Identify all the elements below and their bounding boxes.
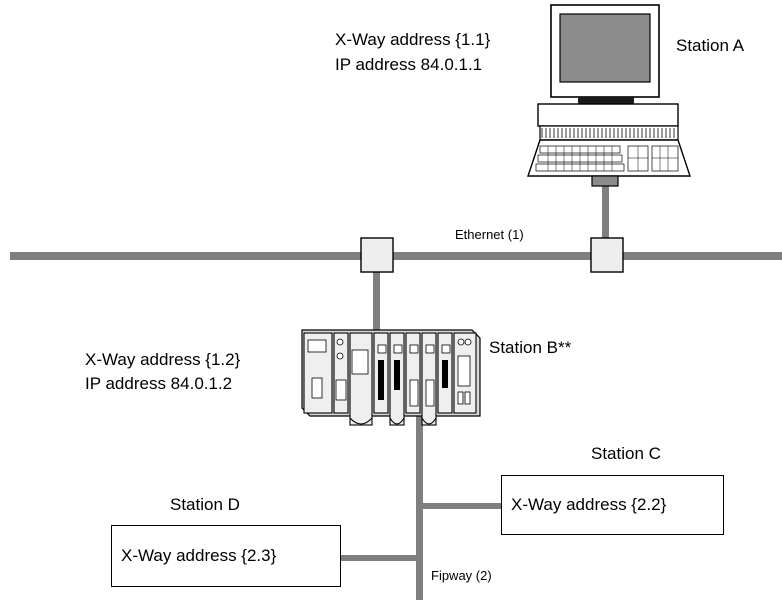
station-d-label: Station D <box>170 495 240 514</box>
ethernet-label: Ethernet (1) <box>455 227 524 242</box>
fipway-cable <box>416 410 423 600</box>
station-a-xway-address: X-Way address {1.1} <box>335 30 491 49</box>
fipway-label: Fipway (2) <box>431 568 492 583</box>
station-d-box: X-Way address {2.3} <box>111 525 341 587</box>
station-b-label: Station B** <box>489 338 572 357</box>
station-c-box: X-Way address {2.2} <box>501 475 724 535</box>
station-a-computer-icon <box>527 4 691 187</box>
station-b-ip-address: IP address 84.0.1.2 <box>85 374 233 393</box>
station-a-ip-address: IP address 84.0.1.1 <box>335 55 483 74</box>
station-b-xway-address: X-Way address {1.2} <box>85 350 241 369</box>
station-b-plc-icon <box>301 329 481 426</box>
ethernet-tap-a <box>590 237 624 273</box>
station-d-branch-cable <box>340 555 418 561</box>
station-a-label: Station A <box>676 36 745 55</box>
station-c-branch-cable <box>422 503 502 509</box>
station-a-drop-cable <box>602 186 609 238</box>
station-b-drop-cable <box>373 272 380 370</box>
station-c-label: Station C <box>591 444 661 463</box>
ethernet-tap-b <box>360 237 394 273</box>
ethernet-cable <box>10 252 782 260</box>
